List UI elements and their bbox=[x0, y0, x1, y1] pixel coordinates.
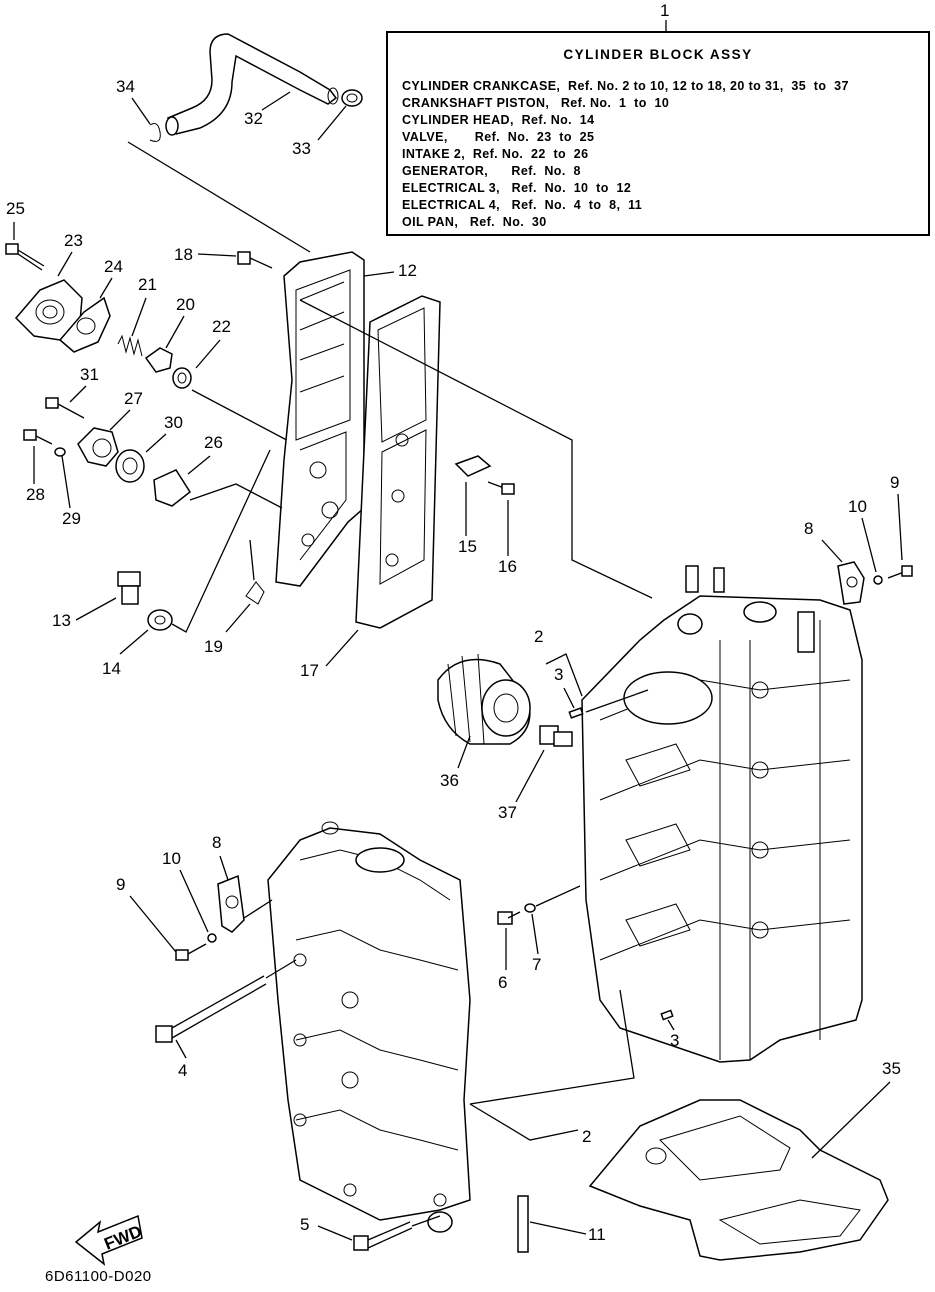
bolt-16-part bbox=[487, 481, 515, 495]
callout-29: 29 bbox=[62, 509, 81, 528]
legend-title: CYLINDER BLOCK ASSY bbox=[563, 47, 753, 62]
callout-24: 24 bbox=[104, 257, 123, 276]
callout-3-upper: 3 bbox=[554, 665, 563, 684]
callout-16: 16 bbox=[498, 557, 517, 576]
bolt-6-part bbox=[497, 911, 521, 925]
thermostat-part bbox=[144, 347, 173, 373]
callout-12: 12 bbox=[398, 261, 417, 280]
callout-18: 18 bbox=[174, 245, 193, 264]
bracket-8-left-part bbox=[217, 874, 245, 933]
oil-filter-part bbox=[437, 653, 531, 745]
legend-line: CYLINDER HEAD, Ref. No. 14 bbox=[402, 113, 595, 127]
fitting-37-part bbox=[539, 725, 573, 747]
fwd-label: FWD bbox=[102, 1222, 145, 1254]
callout-6: 6 bbox=[498, 973, 507, 992]
callout-5: 5 bbox=[300, 1215, 309, 1234]
callout-19: 19 bbox=[204, 637, 223, 656]
cylinder-block-part bbox=[581, 565, 863, 1063]
callout-30: 30 bbox=[164, 413, 183, 432]
callout-26: 26 bbox=[204, 433, 223, 452]
washer-part bbox=[147, 609, 173, 631]
callout-11: 11 bbox=[588, 1225, 606, 1244]
callout-3-lower: 3 bbox=[670, 1031, 679, 1050]
callout-13: 13 bbox=[52, 611, 71, 630]
crankcase-part bbox=[267, 821, 471, 1233]
legend-line: GENERATOR, Ref. No. 8 bbox=[402, 164, 581, 178]
callout-35: 35 bbox=[882, 1059, 901, 1078]
callout-10-right: 10 bbox=[848, 497, 867, 516]
clip-19-part bbox=[245, 581, 265, 605]
callout-10-left: 10 bbox=[162, 849, 181, 868]
anode-part bbox=[115, 449, 145, 483]
callout-8-left: 8 bbox=[212, 833, 221, 852]
bolt-28-part bbox=[23, 429, 53, 445]
callout-9-left: 9 bbox=[116, 875, 125, 894]
legend-box: CYLINDER BLOCK ASSY CYLINDER CRANKCASE, … bbox=[386, 31, 930, 236]
legend-line: VALVE, Ref. No. 23 to 25 bbox=[402, 130, 595, 144]
legend-line: ELECTRICAL 3, Ref. No. 10 to 12 bbox=[402, 181, 632, 195]
long-bolt-part bbox=[155, 975, 267, 1043]
hose-part bbox=[165, 33, 339, 136]
callout-34: 34 bbox=[116, 77, 135, 96]
callout-27: 27 bbox=[124, 389, 143, 408]
legend-line: ELECTRICAL 4, Ref. No. 4 to 8, 11 bbox=[402, 198, 643, 212]
callout-2-upper: 2 bbox=[534, 627, 543, 646]
callout-15: 15 bbox=[458, 537, 477, 556]
bolt-31-part bbox=[45, 397, 85, 419]
fwd-arrow-icon: FWD bbox=[74, 1214, 145, 1266]
clip-part bbox=[149, 123, 161, 142]
thermostat-cover-part bbox=[14, 279, 83, 341]
legend-line: OIL PAN, Ref. No. 30 bbox=[402, 215, 547, 229]
cylinder-head-part bbox=[275, 251, 365, 587]
callout-17: 17 bbox=[300, 661, 319, 680]
callout-20: 20 bbox=[176, 295, 195, 314]
callout-25: 25 bbox=[6, 199, 25, 218]
callout-1: 1 bbox=[660, 1, 669, 20]
diagram-id: 6D61100-D020 bbox=[45, 1268, 152, 1285]
head-bolt-part bbox=[237, 251, 273, 269]
callout-9-right: 9 bbox=[890, 473, 899, 492]
bolt-9-left-part bbox=[175, 943, 207, 961]
bolt-part bbox=[5, 243, 45, 271]
bolt-9-right-part bbox=[887, 565, 913, 579]
legend-line: CYLINDER CRANKCASE, Ref. No. 2 to 10, 12… bbox=[402, 79, 849, 93]
callout-14: 14 bbox=[102, 659, 121, 678]
gasket-part bbox=[58, 296, 111, 353]
callout-33: 33 bbox=[292, 139, 311, 158]
callout-32: 32 bbox=[244, 109, 263, 128]
bracket-8-right-part bbox=[837, 561, 865, 605]
callout-22: 22 bbox=[212, 317, 231, 336]
insulator-part bbox=[153, 469, 191, 507]
bracket-15-part bbox=[454, 455, 492, 477]
callout-8-right: 8 bbox=[804, 519, 813, 538]
anode-cover-part bbox=[77, 427, 119, 467]
callout-37: 37 bbox=[498, 803, 517, 822]
clamp-part bbox=[341, 89, 363, 107]
spring-part bbox=[117, 334, 143, 357]
legend-line: CRANKSHAFT PISTON, Ref. No. 1 to 10 bbox=[402, 96, 670, 110]
head-gasket-part bbox=[355, 295, 441, 629]
grommet-part bbox=[172, 367, 192, 389]
stud-part bbox=[517, 1195, 529, 1253]
bolt-5-part bbox=[353, 1221, 413, 1251]
callout-7: 7 bbox=[532, 955, 541, 974]
legend-line: INTAKE 2, Ref. No. 22 to 26 bbox=[402, 147, 589, 161]
callout-36: 36 bbox=[440, 771, 459, 790]
callout-4: 4 bbox=[178, 1061, 187, 1080]
callout-28: 28 bbox=[26, 485, 45, 504]
callout-23: 23 bbox=[64, 231, 83, 250]
callout-21: 21 bbox=[138, 275, 157, 294]
callout-31: 31 bbox=[80, 365, 99, 384]
callout-2-lower: 2 bbox=[582, 1127, 591, 1146]
oil-pan-gasket-part bbox=[588, 1099, 889, 1261]
drain-plug-part bbox=[117, 571, 141, 605]
